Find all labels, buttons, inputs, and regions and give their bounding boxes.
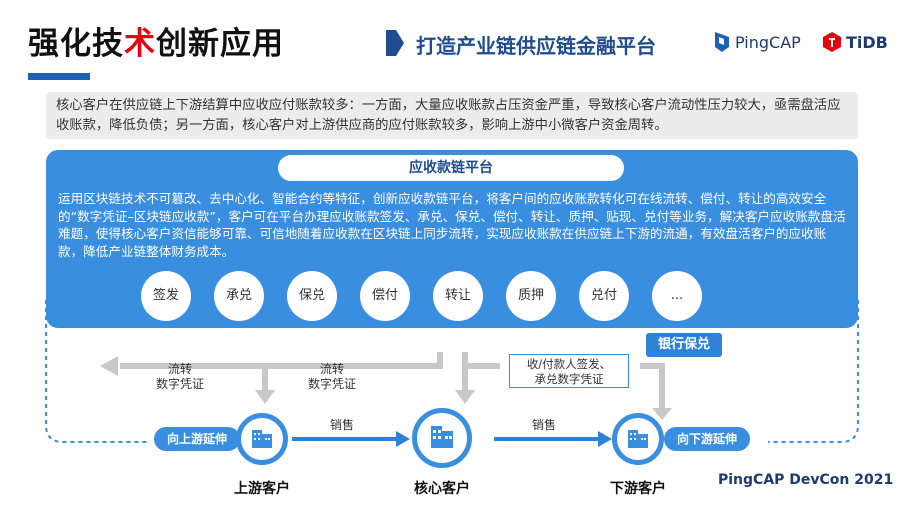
downstream-node [612,413,664,465]
sales-label: 销售 [329,418,354,432]
function-chip: 签发 [141,271,191,321]
arrow-down-icon [455,390,475,404]
extend-upstream-tag: 向上游延伸 [154,427,240,451]
upstream-label: 上游客户 [234,481,290,497]
function-chip: 保兑 [287,271,337,321]
circulate-voucher-label: 流转 数字凭证 [155,362,204,391]
building-icon [628,430,648,448]
function-chip: 承兑 [214,271,264,321]
building-icon [431,426,453,448]
tidb-logo-icon [823,32,841,52]
function-chip: ... [652,271,702,321]
arrow-left-icon [100,356,118,376]
function-chip: 质押 [506,271,556,321]
sales-label: 销售 [531,418,556,432]
page-title: 强化技术创新应用 [28,26,284,62]
arrow-down-icon [652,408,672,420]
extend-downstream-tag: 向下游延伸 [664,427,750,451]
title-underline [28,73,90,80]
bank-guarantee-tag: 银行保兑 [646,333,722,357]
pingcap-logo: PingCAP [713,31,801,53]
pingcap-logo-text: PingCAP [735,32,801,52]
arrow-right-icon [396,431,410,447]
issue-voucher-box: 收/付款人签发、 承兑数字凭证 [509,354,629,388]
downstream-label: 下游客户 [610,481,666,497]
function-chip: 兑付 [579,271,629,321]
building-icon [252,430,272,448]
platform-title: 应收款链平台 [278,155,624,181]
platform-description: 运用区块链技术不可篡改、去中心化、智能合约等特征，创新应收款链平台，将客户间的应… [58,191,846,259]
intro-paragraph: 核心客户在供应链上下游结算中应收应付账款较多：一方面，大量应收账款占压资金严重，… [46,92,858,139]
title-highlight: 术 [124,26,156,62]
function-chip: 偿付 [360,271,410,321]
tidb-logo: TiDB [822,31,888,53]
function-chip: 转让 [433,271,483,321]
section-subtitle: 打造产业链供应链金融平台 [416,34,656,58]
chevron-marker-icon [386,30,404,56]
arrow-down-icon [255,390,275,404]
core-label: 核心客户 [414,481,470,497]
core-node [412,408,472,468]
arrow-right-icon [598,431,612,447]
upstream-node [236,413,288,465]
tidb-logo-text: TiDB [846,32,888,52]
circulate-voucher-label: 流转 数字凭证 [307,362,356,391]
pingcap-logo-icon [715,32,729,52]
event-footer: PingCAP DevCon 2021 [718,472,894,488]
